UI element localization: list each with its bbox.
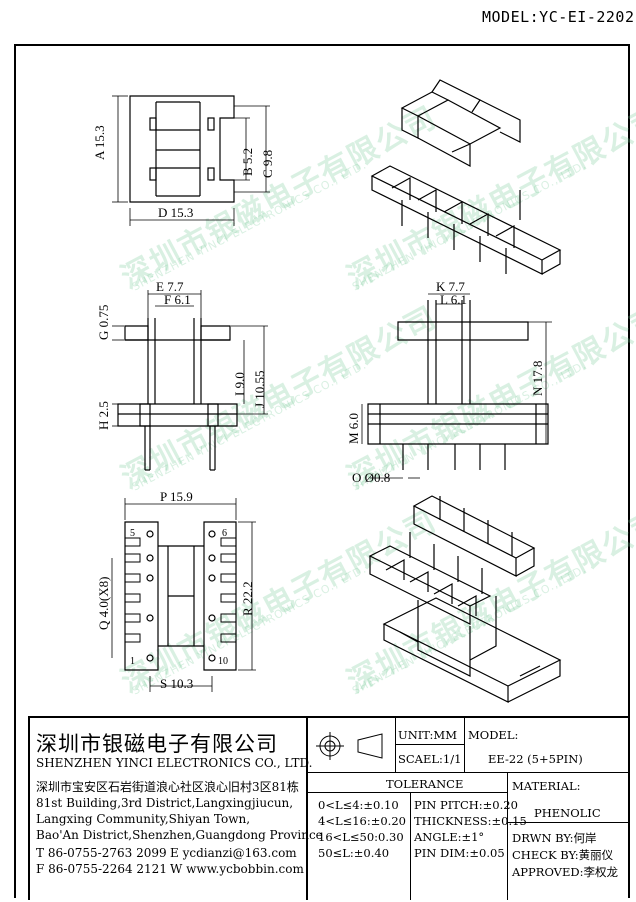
drawn-by: DRWN BY:何岸 <box>512 831 597 845</box>
address-cn: 深圳市宝安区石岩街道浪心社区浪心旧村3区81栋 <box>36 780 299 794</box>
email: E ycdianzi@163.com <box>170 846 297 860</box>
unit: UNIT:MM <box>398 728 457 742</box>
dim-r: R 22.2 <box>240 581 255 616</box>
dim-q: Q 4.0(X8) <box>96 576 111 630</box>
dim-o: O Ø0.8 <box>352 470 391 485</box>
title-block <box>28 716 630 902</box>
dim-l: L 6.1 <box>440 292 467 307</box>
check-by: CHECK BY:黄丽仪 <box>512 848 614 862</box>
dim-n: N 17.8 <box>530 360 545 396</box>
tb-sep-5 <box>410 792 411 900</box>
tb-row-2 <box>306 792 508 793</box>
company-name-en: SHENZHEN YINCI ELECTRONICS CO., LTD. <box>36 756 313 770</box>
frame-left <box>14 44 16 898</box>
tol-right-1: THICKNESS:±0.15 <box>414 814 527 828</box>
material-label: MATERIAL: <box>512 779 581 793</box>
pin-label-6: 6 <box>222 528 227 539</box>
isometric-view-top <box>370 79 562 275</box>
telephone: T 86-0755-2763 2099 <box>36 846 167 860</box>
tb-sep-4 <box>507 772 508 900</box>
material-value: PHENOLIC <box>534 806 601 820</box>
dim-s: S 10.3 <box>160 676 194 691</box>
address-en-3: Bao'An District,Shenzhen,Guangdong Provi… <box>36 828 323 842</box>
dim-p: P 15.9 <box>160 489 193 504</box>
dim-k: K 7.7 <box>436 279 465 294</box>
pin-label-5: 5 <box>130 528 135 539</box>
approved-by: APPROVED:李权龙 <box>512 865 618 879</box>
dim-j: J 10.55 <box>252 370 267 408</box>
dim-c: C 9.8 <box>260 149 275 178</box>
dim-d: D 15.3 <box>158 205 194 220</box>
scale: SCAEL:1/1 <box>398 752 462 766</box>
dim-h: H 2.5 <box>96 401 111 430</box>
dim-g: G 0.75 <box>96 304 111 340</box>
model-value: EE-22 (5+5PIN) <box>488 752 583 766</box>
tb-sep-3 <box>464 716 465 772</box>
tol-left-1: 4<L≤16:±0.20 <box>318 814 406 828</box>
dim-i: I 9.0 <box>232 372 247 396</box>
tb-sep-1 <box>306 716 308 900</box>
tol-left-2: 16<L≤50:0.30 <box>318 830 404 844</box>
model-label: MODEL: <box>468 728 519 742</box>
dim-f: F 6.1 <box>164 292 191 307</box>
fax: F 86-0755-2264 2121 <box>36 862 167 876</box>
pin-label-10: 10 <box>218 656 228 667</box>
address-en-1: 81st Building,3rd District,Langxingjiucu… <box>36 796 294 810</box>
website: W www.ycbobbin.com <box>170 862 304 876</box>
tol-left-3: 50≤L:±0.40 <box>318 846 390 860</box>
pin-label-1: 1 <box>130 656 135 667</box>
frame-right <box>628 44 630 898</box>
isometric-view-bottom <box>368 495 562 703</box>
tb-row-unit <box>395 744 464 745</box>
address-en-2: Langxing Community,Shiyan Town, <box>36 812 251 826</box>
side-view <box>361 293 552 479</box>
front-view <box>112 290 268 471</box>
tol-right-2: ANGLE:±1° <box>414 830 485 844</box>
tol-right-3: PIN DIM:±0.05 <box>414 846 505 860</box>
company-name-cn: 深圳市银磁电子有限公司 <box>36 732 278 756</box>
frame-top <box>14 44 630 46</box>
bottom-view <box>111 498 256 692</box>
tb-left-border <box>28 716 30 900</box>
dim-e: E 7.7 <box>156 279 184 294</box>
dim-a: A 15.3 <box>92 125 107 160</box>
tb-row-material <box>507 822 630 823</box>
tol-left-0: 0<L≤4:±0.10 <box>318 798 399 812</box>
model-header: MODEL:YC-EI-2202 <box>482 8 635 26</box>
tolerance-label: TOLERANCE <box>386 777 464 791</box>
technical-drawing <box>111 79 562 703</box>
tb-row-1 <box>306 772 630 773</box>
dim-b: B 5.2 <box>240 147 255 176</box>
top-view <box>112 95 270 226</box>
tol-right-0: PIN PITCH:±0.20 <box>414 798 518 812</box>
projection-symbol-icon <box>316 732 383 760</box>
dim-m: M 6.0 <box>346 412 361 444</box>
